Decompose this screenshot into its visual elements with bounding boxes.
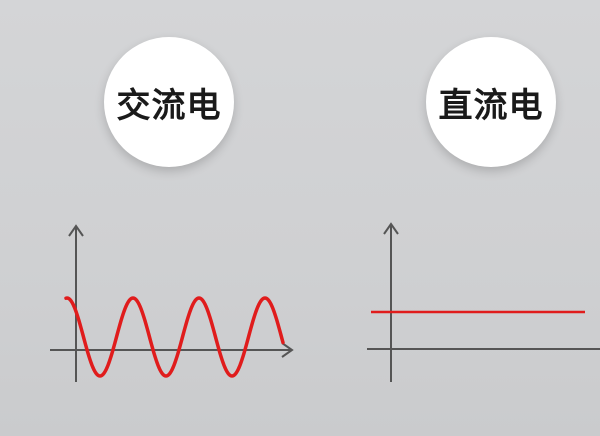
ac-x-arrow [281, 342, 294, 358]
dc-plot [367, 222, 600, 382]
dc-label: 直流电 [438, 85, 544, 126]
dc-label-bubble: 直流电 [426, 37, 556, 167]
dc-y-arrow [383, 222, 399, 235]
ac-sine-wave [64, 296, 285, 378]
ac-label: 交流电 [116, 85, 222, 126]
ac-label-bubble: 交流电 [104, 37, 234, 167]
ac-y-arrow [68, 224, 84, 237]
ac-plot [50, 224, 294, 382]
